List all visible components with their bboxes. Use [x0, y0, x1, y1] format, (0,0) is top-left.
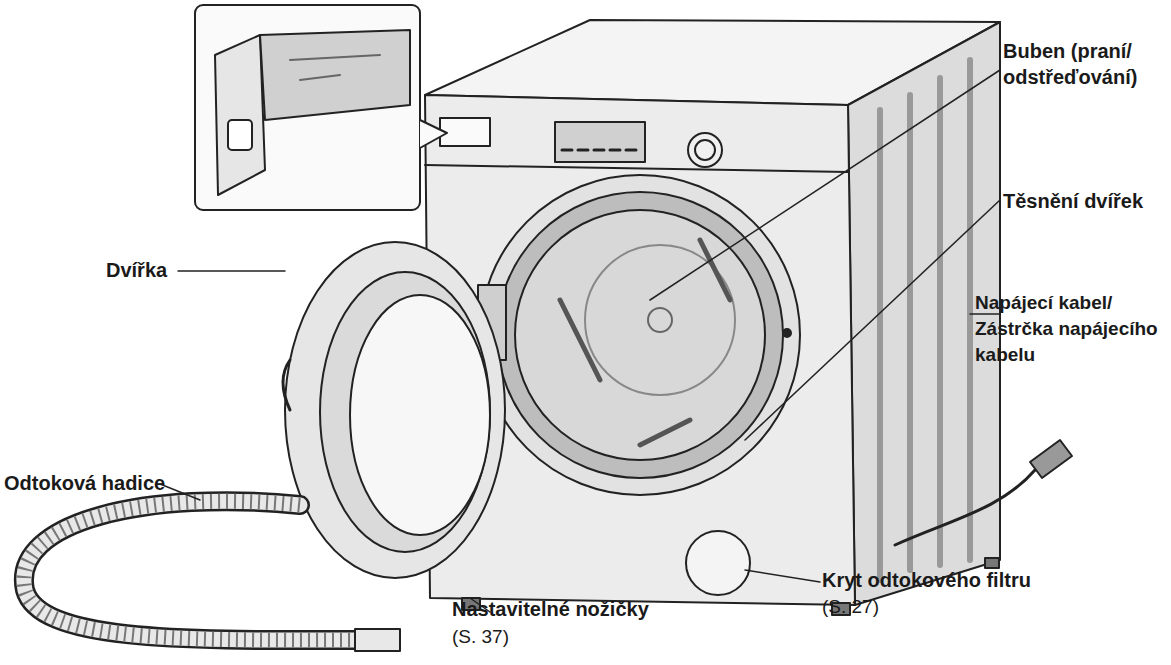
part-label: Kryt odtokového filtru: [822, 567, 1082, 593]
inset-frame: [195, 5, 420, 210]
power-plug: [1030, 440, 1072, 478]
drain-hose: [24, 501, 390, 640]
panel-edge: [425, 165, 848, 172]
part-label: Odtoková hadice: [4, 470, 204, 496]
inset-pointer: [420, 120, 447, 148]
leader-line: [650, 70, 1000, 300]
filter-cover: [686, 531, 750, 595]
part-label: (S. 37): [452, 624, 542, 650]
drum-hub: [648, 308, 672, 332]
power-cable: [895, 470, 1035, 545]
door: [285, 242, 505, 578]
inset-drawer-grip: [228, 120, 252, 150]
detergent-drawer: [440, 118, 490, 146]
door-inner: [320, 272, 490, 552]
buttons: [562, 149, 636, 152]
drain-hose-outline: [24, 501, 390, 640]
leader-lines: [160, 70, 1000, 612]
door-ring: [480, 175, 800, 495]
leader-line: [160, 484, 200, 500]
door-handle: [283, 360, 290, 410]
part-label: (S. 27): [822, 594, 912, 620]
leader-line: [970, 313, 1000, 315]
part-label: Nastavitelné nožičky: [452, 596, 712, 622]
inset-drawer-body: [260, 30, 410, 120]
part-label: Těsnění dvířek: [1003, 188, 1171, 214]
foot: [985, 558, 999, 568]
part-label: Napájecí kabel/ Zástrčka napájecího kabe…: [975, 290, 1171, 368]
part-label: Dvířka: [106, 257, 186, 283]
inset-drawer-front: [215, 35, 265, 195]
leader-line: [745, 200, 1000, 440]
drum: [515, 210, 765, 460]
door-lock: [783, 329, 791, 337]
program-knob-inner: [695, 140, 715, 160]
display: [555, 122, 645, 162]
drum-lifters: [560, 240, 730, 445]
door-seal: [497, 192, 783, 478]
program-knob: [688, 133, 722, 167]
side-ribs: [880, 60, 970, 580]
machine-side: [848, 22, 1000, 605]
door-glass: [350, 295, 490, 535]
drain-hose-ribs: [24, 501, 390, 640]
hose-connector: [355, 629, 400, 651]
part-label: Buben (praní/ odstřeďování): [1003, 38, 1168, 90]
leader-line: [178, 270, 285, 272]
leader-line: [745, 570, 820, 582]
inset-compartments: [290, 55, 380, 80]
